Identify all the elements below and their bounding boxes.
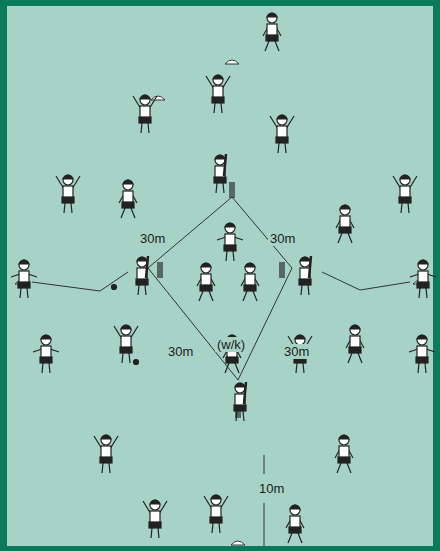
distance-label: 30m: [268, 231, 297, 246]
player-figure: [204, 495, 228, 533]
stumps: [158, 262, 162, 278]
distance-label: 30m: [166, 344, 195, 359]
player-figure: [114, 325, 138, 363]
player-figure: [263, 13, 281, 51]
player-figure: [299, 256, 311, 295]
distance-label: 10m: [257, 481, 286, 496]
player-figure: [409, 335, 435, 373]
players: [11, 13, 436, 545]
player-figure: [234, 382, 246, 421]
player-figure: [143, 500, 167, 538]
player-figure: [335, 435, 353, 473]
player-figure: [336, 205, 354, 243]
player-figure: [119, 180, 137, 218]
field-ground: [7, 6, 433, 546]
player-figure: [241, 263, 259, 301]
player-figure: [270, 115, 294, 153]
distance-label: 30m: [282, 344, 311, 359]
player-figure: [56, 175, 80, 213]
distance-label: 30m: [138, 231, 167, 246]
stumps: [230, 182, 234, 198]
player-figure: [393, 175, 417, 213]
player-figure: [217, 223, 243, 261]
player-figure: [197, 263, 215, 301]
player-figure: [206, 75, 230, 113]
dimension-line: [264, 455, 265, 546]
marker-cone: [225, 60, 239, 64]
player-figure: [410, 260, 436, 298]
player-figure: [136, 256, 148, 295]
player-figure: [346, 325, 364, 363]
player-figure: [214, 154, 226, 193]
player-figure: [33, 335, 139, 373]
player-figure: [11, 260, 117, 298]
marker-cone: [151, 96, 165, 100]
pitch-diamond: [148, 197, 292, 380]
bowling-lines: [32, 272, 410, 291]
marker-cone: [231, 541, 245, 545]
stumps: [280, 262, 284, 278]
position-label: (w/k): [215, 337, 247, 352]
player-figure: [94, 435, 118, 473]
player-figure: [286, 505, 304, 543]
player-figure: [133, 95, 157, 133]
